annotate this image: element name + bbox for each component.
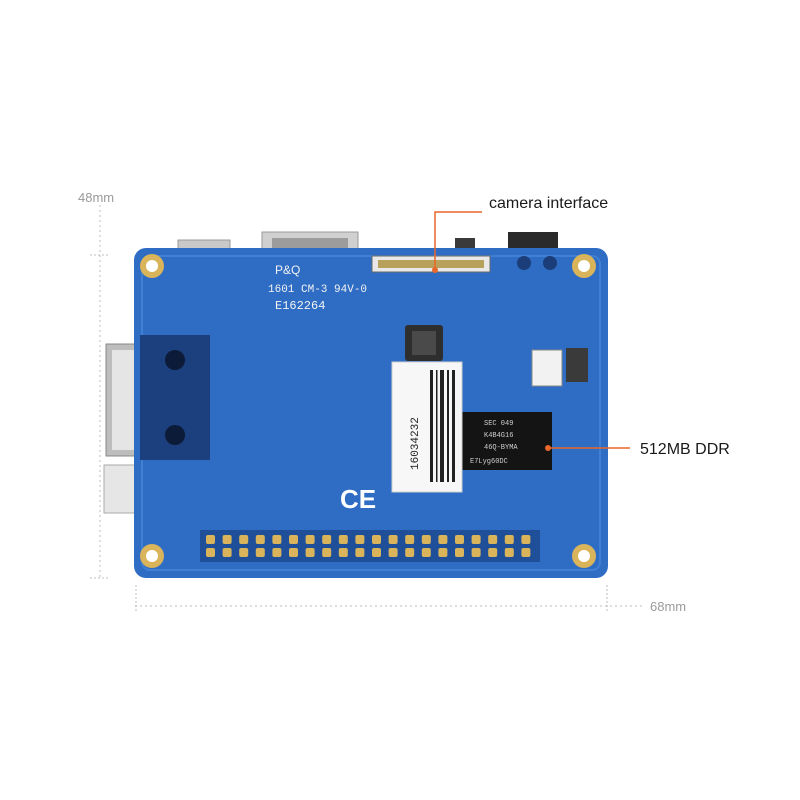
gpio-pin xyxy=(438,535,448,544)
gpio-pin xyxy=(322,548,332,557)
brand-silkscreen: P&Q xyxy=(275,263,300,277)
cert-silkscreen: E162264 xyxy=(275,299,325,313)
gpio-pin xyxy=(355,535,365,544)
mounting-holes xyxy=(140,254,596,568)
gpio-pin xyxy=(222,548,232,557)
ethernet-port-inner xyxy=(112,350,136,450)
chip-text-4: E7Lyg60DC xyxy=(470,458,508,466)
gpio-pin xyxy=(455,535,464,544)
regulator-chip xyxy=(566,348,588,382)
ddr-leader-dot xyxy=(545,445,551,451)
gpio-pin xyxy=(289,535,298,544)
width-dimension-label: 68mm xyxy=(650,599,687,614)
gpio-pin xyxy=(289,548,298,557)
gpio-pin xyxy=(471,535,481,544)
chip-text-1: SEC 049 xyxy=(484,420,513,428)
gpio-pin xyxy=(521,548,531,557)
gpio-pin xyxy=(521,535,531,544)
barcode-sticker xyxy=(391,361,463,493)
gpio-pin xyxy=(504,535,514,544)
gpio-pin xyxy=(405,548,415,557)
gpio-pin xyxy=(405,535,415,544)
camera-leader-line xyxy=(434,211,482,270)
height-dimension-label: 48mm xyxy=(78,190,115,205)
gpio-pin xyxy=(504,548,514,557)
gpio-pin xyxy=(388,548,398,557)
chip-text-2: K4B4G16 xyxy=(484,432,513,440)
sticker-code: 16034232 xyxy=(410,417,422,470)
ddr-chip xyxy=(460,412,552,470)
gpio-pin xyxy=(305,535,315,544)
gpio-pin xyxy=(338,535,348,544)
barcode xyxy=(430,370,455,482)
gpio-pin xyxy=(438,548,448,557)
gpio-pin xyxy=(372,535,381,544)
gpio-pin xyxy=(222,535,232,544)
pcb-board xyxy=(134,248,608,578)
gpio-pin xyxy=(239,548,249,557)
gpio-pin xyxy=(322,535,332,544)
gpio-header xyxy=(200,530,540,562)
gpio-pin xyxy=(338,548,348,557)
ddr-memory-label: 512MB DDR xyxy=(640,441,730,458)
gpio-pin xyxy=(372,548,381,557)
ce-mark: CE xyxy=(340,484,376,514)
gpio-pin xyxy=(455,548,464,557)
gpio-pin xyxy=(206,535,215,544)
voltage-regulator xyxy=(531,349,563,387)
gpio-pin xyxy=(355,548,365,557)
gpio-pin xyxy=(471,548,481,557)
gpio-pin xyxy=(488,535,498,544)
camera-leader-dot xyxy=(432,267,438,273)
chip-text-3: 46Q-BYMA xyxy=(484,444,518,452)
camera-connector-pins xyxy=(378,260,484,268)
gpio-pin xyxy=(255,535,265,544)
gpio-pin xyxy=(272,548,282,557)
gpio-pin xyxy=(388,535,398,544)
gpio-pin xyxy=(255,548,265,557)
gpio-pin xyxy=(488,548,498,557)
gpio-pin xyxy=(421,535,431,544)
camera-interface-label: camera interface xyxy=(489,195,609,212)
gpio-pin xyxy=(206,548,215,557)
mark-silkscreen: 1601 CM-3 94V-0 xyxy=(268,284,367,296)
gpio-pin xyxy=(305,548,315,557)
gpio-pin xyxy=(272,535,282,544)
hdmi-connector-port xyxy=(272,238,348,248)
gpio-pin xyxy=(239,535,249,544)
gpio-pin xyxy=(421,548,431,557)
